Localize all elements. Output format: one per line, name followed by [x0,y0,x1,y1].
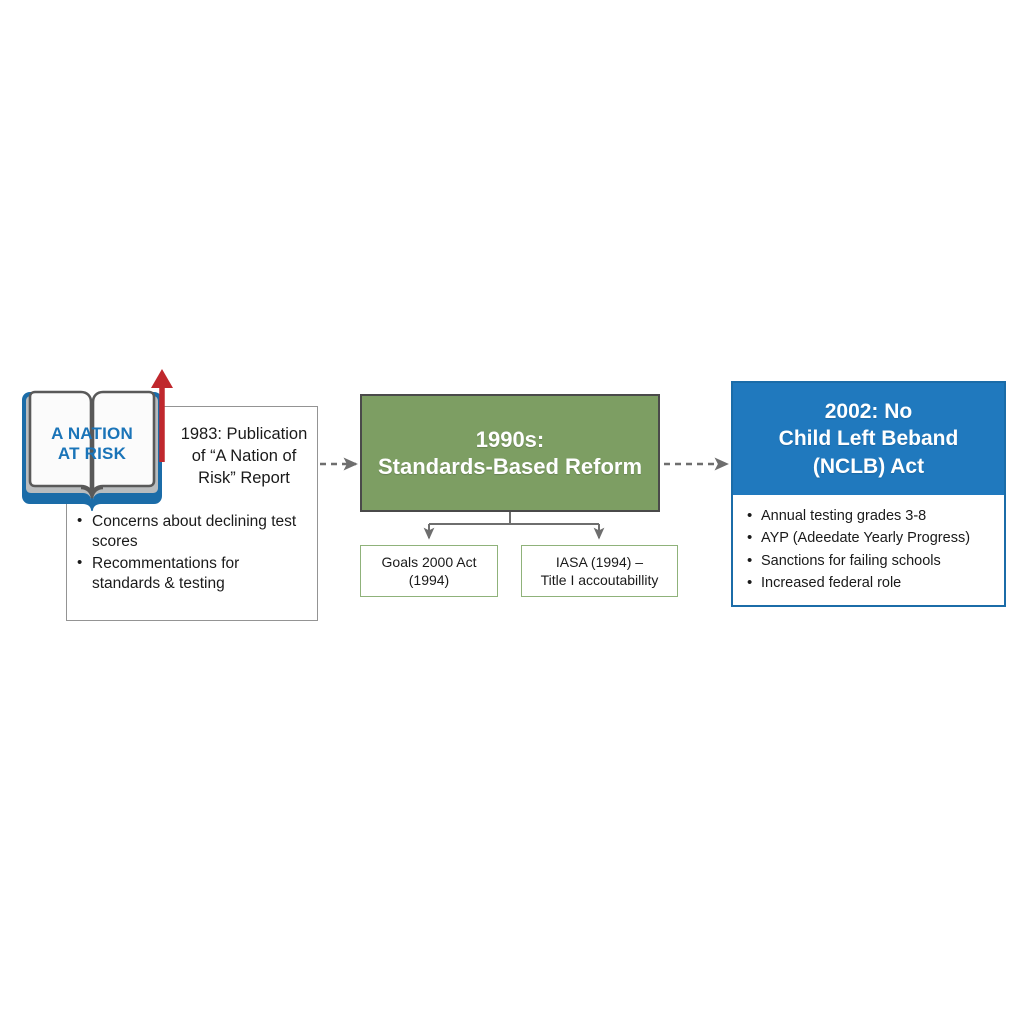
list-item: Increased federal role [743,571,1001,595]
right-title-line-2: Child Left Beband [778,427,959,451]
list-item: Annual testing grades 3-8 [743,504,1001,528]
right-panel: 2002: No Child Left Beband (NCLB) Act An… [731,381,1006,607]
left-panel-bullet-list: Concerns about declining test scores Rec… [74,511,310,597]
middle-panel-title: 1990s: Standards-Based Reform [378,426,642,481]
sub-box-goals-2000: Goals 2000 Act (1994) [360,545,498,597]
list-item: Sanctions for failing schools [743,549,1001,573]
sub-box-line-1: IASA (1994) – [555,553,644,570]
right-panel-header: 2002: No Child Left Beband (NCLB) Act [733,383,1004,495]
middle-panel: 1990s: Standards-Based Reform [360,394,660,512]
right-title-line-1: 2002: No [824,400,913,424]
sub-box-iasa: IASA (1994) – Title I accoutabillity [521,545,678,597]
list-item: Recommentations for standards & testing [74,553,310,594]
sub-box-line-1: Goals 2000 Act [381,553,477,570]
middle-title-line-2: Standards-Based Reform [377,454,643,479]
sub-box-line-2: Title I accoutabillity [540,572,659,588]
red-up-arrow-icon [151,369,173,462]
list-item: AYP (Adeedate Yearly Progress) [743,526,1001,550]
branch-connector [423,512,605,540]
middle-title-line-1: 1990s: [475,426,545,452]
right-panel-bullet-list: Annual testing grades 3-8 AYP (Adeedate … [743,504,1001,595]
right-title-line-3: (NCLB) Act [812,454,925,478]
sub-box-line-2: (1994) [408,572,450,588]
left-panel-caption: 1983: Publication of “A Nation of Risk” … [180,425,308,487]
list-item: Concerns about declining test scores [74,511,310,552]
open-book-icon [22,390,162,511]
